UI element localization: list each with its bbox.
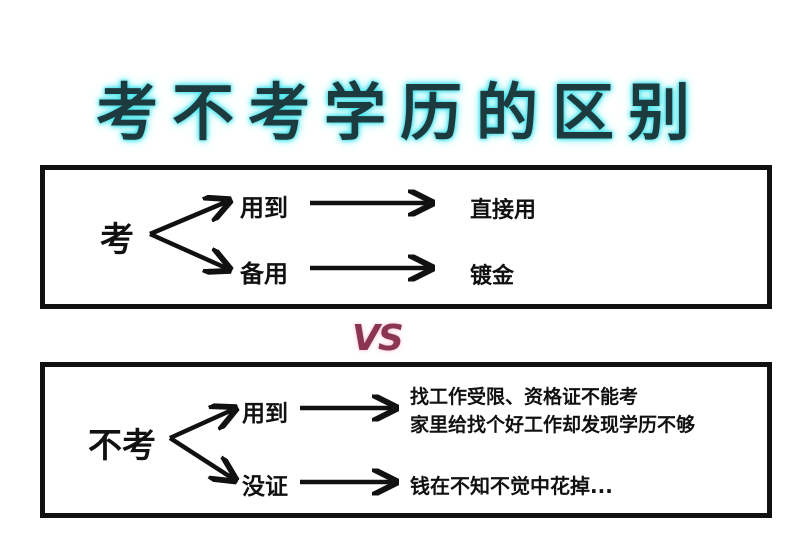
- vs-label: VS: [352, 318, 404, 359]
- branch-arrow-icon: [169, 410, 232, 441]
- branch-label: 用到: [240, 194, 288, 222]
- page-title: 考不考学历的区别: [95, 76, 704, 149]
- branch-result-line: 找工作受限、资格证不能考: [410, 386, 639, 408]
- branch-result: 直接用: [470, 198, 537, 223]
- branch-label: 用到: [242, 401, 288, 427]
- no-exam-root: 不考: [88, 426, 156, 466]
- no-exam-box: [40, 362, 772, 518]
- take-exam-root: 考: [100, 220, 134, 260]
- branch-arrow-icon: [168, 436, 232, 478]
- branch-label: 备用: [240, 260, 288, 288]
- branch-arrow-icon: [149, 231, 226, 268]
- take-exam-box: [40, 165, 772, 309]
- branch-label: 没证: [242, 474, 288, 500]
- branch-result-line: 家里给找个好工作却发现学历不够: [410, 414, 696, 436]
- branch-result: 钱在不知不觉中花掉...: [410, 474, 613, 498]
- branch-arrow-icon: [149, 202, 226, 237]
- branch-result: 镀金: [470, 264, 515, 289]
